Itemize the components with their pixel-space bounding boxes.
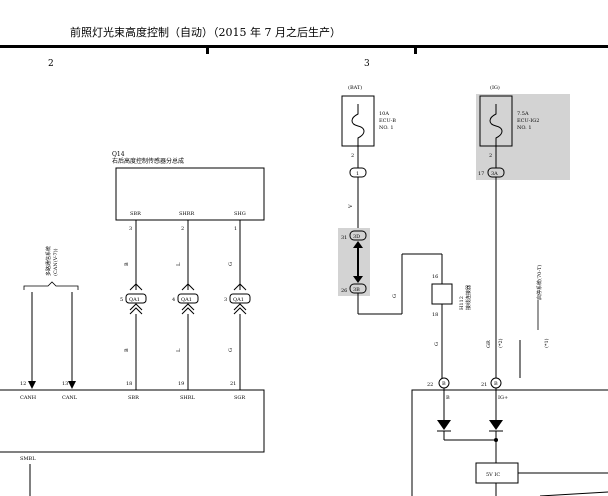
ic-label: 5V IC xyxy=(486,472,500,478)
diagram-title: 前照灯光束高度控制（自动）（2015 年 7 月之后生产） xyxy=(70,25,341,39)
ecu-label-canl: CANL xyxy=(62,395,78,401)
splice-connector-3d: 3D xyxy=(349,230,367,241)
connector-qa1-sbr: QA1 5 xyxy=(120,293,147,304)
fuse-ig-conn-num: 17 xyxy=(478,171,484,177)
ecu-pin-12: 12 xyxy=(20,381,26,387)
svg-text:B: B xyxy=(494,381,498,387)
ecu-right-pin-22: 22 xyxy=(427,382,433,388)
sensor-box xyxy=(115,167,265,221)
diode-b xyxy=(437,420,451,430)
sensor-pin-label-sbr: SBR xyxy=(130,211,141,217)
svg-text:3B: 3B xyxy=(353,287,360,293)
wire-color-g-splice: G xyxy=(392,294,398,298)
fuse-ig-name: ECU-IG2 xyxy=(517,118,539,124)
fuse-bat-pin: 2 xyxy=(351,153,354,159)
svg-text:3A: 3A xyxy=(491,171,498,177)
wire-color-v: V xyxy=(348,204,354,209)
section-number-3: 3 xyxy=(364,59,370,69)
start-system-note: (*1) xyxy=(543,338,550,348)
wire-color-l-upper: L xyxy=(176,262,182,266)
ecu-pin-18: 18 xyxy=(126,381,132,387)
ecu-pin-13: 13 xyxy=(62,381,68,387)
ecu-pin-21: 21 xyxy=(230,381,236,387)
junction-top-pin: 16 xyxy=(432,274,438,280)
fuse-bat-no: NO. 1 xyxy=(379,125,394,131)
sensor-pin-label-shg: SHG xyxy=(234,211,246,217)
sensor-pin-2: 2 xyxy=(181,226,184,232)
sensor-pin-3: 3 xyxy=(129,226,132,232)
svg-text:3: 3 xyxy=(224,297,227,303)
fuse-bat-source: (BAT) xyxy=(348,84,362,91)
ecu-right-label-ig: IG+ xyxy=(498,395,508,401)
ecu-label-canh: CANH xyxy=(20,395,37,401)
connector-qa1-shrl: QA1 4 xyxy=(172,293,199,304)
ecu-label-shrl: SHRL xyxy=(180,395,196,401)
sensor-code: Q14 xyxy=(112,151,125,158)
ecu-label-sbr: SBR xyxy=(128,395,139,401)
wire-color-g-junction: G xyxy=(434,342,440,346)
sensor-name: 右后高度控制传感器分总成 xyxy=(112,157,184,165)
header-bar xyxy=(0,45,608,48)
splice-bottom-num: 26 xyxy=(341,288,347,294)
svg-text:5: 5 xyxy=(120,297,123,303)
wire-color-l-lower: L xyxy=(176,348,182,352)
svg-text:QA1: QA1 xyxy=(129,297,140,303)
svg-text:B: B xyxy=(442,381,446,387)
can-bus-label: 多路通信系统 xyxy=(45,246,52,276)
sensor-pin-1: 1 xyxy=(234,226,237,232)
wire-color-g-upper: G xyxy=(228,262,234,266)
start-system-label: 启停系统(70-T) xyxy=(536,265,543,300)
svg-text:QA1: QA1 xyxy=(181,297,192,303)
splice-top-num: 31 xyxy=(341,235,347,241)
wire-color-b-upper: B xyxy=(124,262,130,266)
fuse-bat-name: ECU-B xyxy=(379,118,396,124)
fuse-ig-source: (IG) xyxy=(490,84,500,91)
svg-text:4: 4 xyxy=(172,297,175,303)
svg-text:1: 1 xyxy=(356,171,359,177)
wire-color-gr: GR xyxy=(486,340,492,348)
fuse-ig-block xyxy=(476,94,570,180)
wire-color-g-lower: G xyxy=(228,348,234,352)
sensor-pin-label-shrr: SHRR xyxy=(179,211,195,217)
junction-name: 接线连接器 xyxy=(465,285,472,310)
connector-right-21: B xyxy=(490,377,502,389)
svg-text:QA1: QA1 xyxy=(233,297,244,303)
fuse-ig-pin: 2 xyxy=(489,153,492,159)
connector-bat-1: 1 xyxy=(349,167,367,178)
ecu-right-pin-21: 21 xyxy=(481,382,487,388)
junction-code: H112 xyxy=(459,296,465,310)
wire-color-b-lower: B xyxy=(124,348,130,352)
ecu-right-label-b: B xyxy=(446,395,450,401)
fuse-ig-no: NO. 1 xyxy=(517,125,532,131)
section-number-2: 2 xyxy=(48,59,54,69)
diode-ig xyxy=(489,420,503,430)
connector-qa1-sgr: QA1 3 xyxy=(224,293,251,304)
svg-text:3D: 3D xyxy=(353,234,360,240)
junction-bottom-pin: 18 xyxy=(432,312,438,318)
wire-note-2: (*2) xyxy=(497,338,504,348)
connector-right-22: B xyxy=(438,377,450,389)
smbl-label: SMBL xyxy=(20,456,36,462)
junction-box xyxy=(431,283,453,305)
fuse-bat-rating: 10A xyxy=(379,111,389,117)
ecu-pin-19: 19 xyxy=(178,381,184,387)
ecu-label-sgr: SGR xyxy=(234,395,245,401)
fuse-ig-rating: 7.5A xyxy=(517,111,529,117)
can-bus-sub: (CAN(V-7)) xyxy=(52,248,59,276)
